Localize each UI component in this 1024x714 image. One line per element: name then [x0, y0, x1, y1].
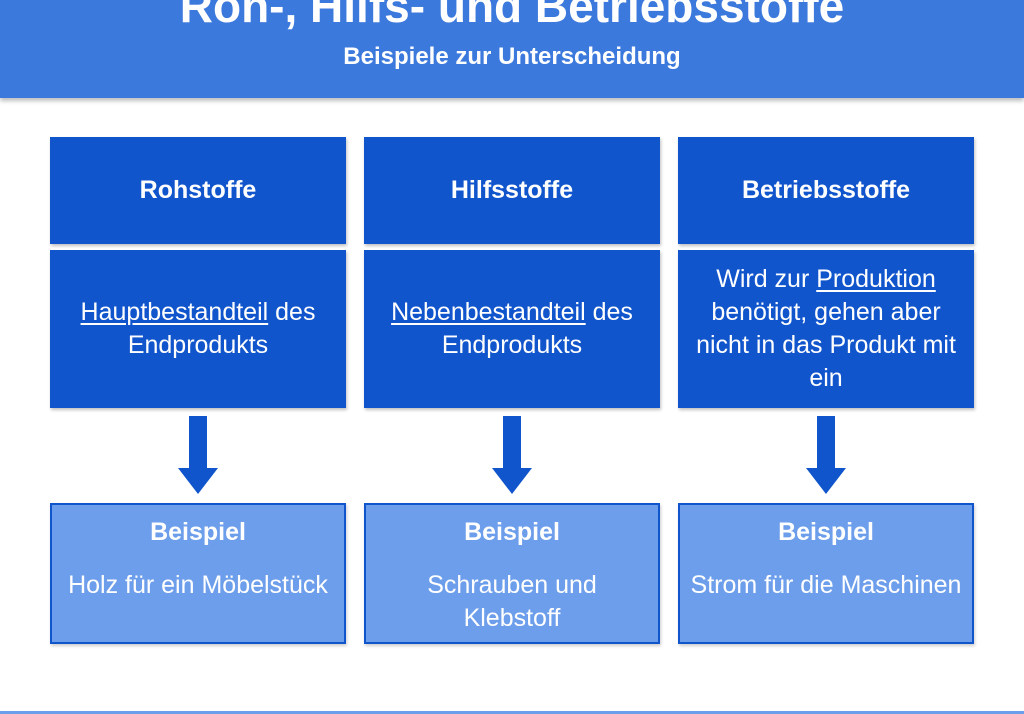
arrow-down-icon: [178, 416, 218, 494]
page-subtitle: Beispiele zur Unterscheidung: [343, 43, 681, 70]
example-box: Beispiel Holz für ein Möbelstück: [50, 503, 346, 644]
column-betriebsstoffe: Betriebsstoffe Wird zur Produktion benöt…: [678, 0, 974, 714]
category-description-box: Nebenbestandteil des Endprodukts: [364, 250, 660, 408]
example-box: Beispiel Schrauben und Klebstoff: [364, 503, 660, 644]
example-label: Beispiel: [778, 518, 874, 546]
category-description-box: Hauptbestandteil des Endprodukts: [50, 250, 346, 408]
category-title-box: Hilfsstoffe: [364, 137, 660, 244]
header-banner: Roh-, Hilfs- und Betriebsstoffe Beispiel…: [0, 0, 1024, 98]
example-text: Schrauben und Klebstoff: [427, 571, 597, 632]
category-description: Wird zur Produktion benötigt, gehen aber…: [691, 263, 961, 395]
description-text: des Endprodukts: [127, 298, 316, 359]
example-text: Strom für die Maschinen: [690, 571, 962, 599]
column-rohstoffe: Rohstoffe Hauptbestandteil des Endproduk…: [50, 0, 346, 714]
description-keyword: Hauptbestandteil: [80, 298, 269, 326]
example-text: Holz für ein Möbelstück: [68, 571, 328, 599]
description-keyword: Produktion: [816, 265, 936, 293]
arrow-down-icon: [492, 416, 532, 494]
category-title-box: Betriebsstoffe: [678, 137, 974, 244]
arrow-down-icon: [806, 416, 846, 494]
description-text: des Endprodukts: [441, 298, 633, 359]
example-label: Beispiel: [150, 518, 246, 546]
category-title-box: Rohstoffe: [50, 137, 346, 244]
description-text: Wird zur: [716, 265, 817, 293]
bottom-divider: [0, 711, 1024, 714]
column-hilfsstoffe: Hilfsstoffe Nebenbestandteil des Endprod…: [364, 0, 660, 714]
description-keyword: Nebenbestandteil: [391, 298, 586, 326]
category-description: Nebenbestandteil des Endprodukts: [377, 296, 647, 362]
example-box: Beispiel Strom für die Maschinen: [678, 503, 974, 644]
description-text: benötigt, gehen aber nicht in das Produk…: [696, 298, 956, 392]
category-description-box: Wird zur Produktion benötigt, gehen aber…: [678, 250, 974, 408]
example-label: Beispiel: [464, 518, 560, 546]
page-title: Roh-, Hilfs- und Betriebsstoffe: [179, 0, 845, 32]
category-description: Hauptbestandteil des Endprodukts: [63, 296, 333, 362]
